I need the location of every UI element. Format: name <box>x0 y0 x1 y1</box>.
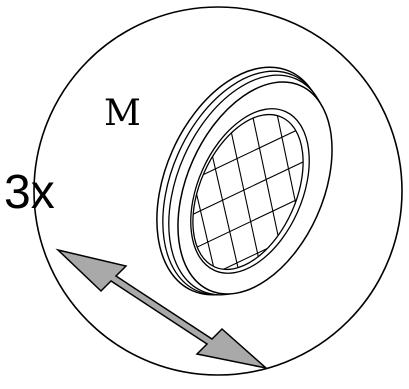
mesh-filter-ring-icon <box>156 66 333 296</box>
mesh-opening <box>192 113 304 271</box>
movement-arrow-shape <box>55 248 269 370</box>
double-headed-arrow-icon <box>55 248 269 370</box>
size-letter-label: M <box>104 93 141 134</box>
detail-view-circle <box>33 6 403 376</box>
quantity-label: 3x <box>4 166 55 219</box>
